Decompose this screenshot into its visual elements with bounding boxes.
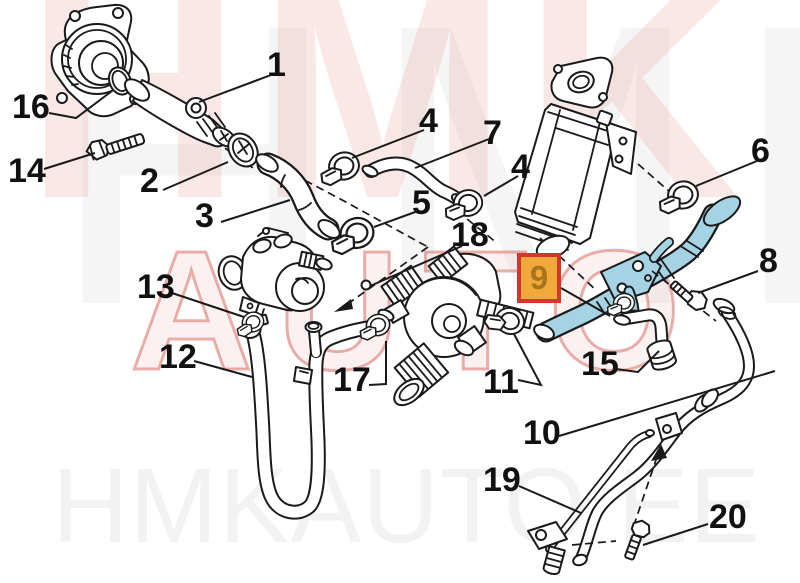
water-pump (50, 3, 150, 118)
direction-arrow-icon (651, 444, 667, 461)
leader-18 (369, 245, 463, 287)
turbocharger (217, 227, 333, 327)
direction-arrow-icon (334, 299, 353, 312)
coolant-pipe-9-highlighted (533, 195, 742, 343)
egr-cooler (514, 56, 637, 260)
leader-4a (351, 129, 425, 159)
elbow-pipe-15 (604, 291, 677, 371)
leader-16 (48, 90, 113, 120)
hose-3 (255, 152, 341, 241)
leader-9 (560, 287, 611, 317)
bolt-14 (85, 133, 146, 161)
hose-clamp-4a (315, 148, 364, 188)
leader-6 (695, 160, 758, 187)
pipe-19 (527, 429, 655, 576)
leader-lines (43, 74, 776, 546)
leader-3 (220, 199, 291, 223)
leader-11 (513, 333, 543, 387)
leader-13 (171, 292, 245, 318)
thermostat-cover (227, 132, 259, 168)
leader-20 (642, 523, 709, 546)
hose-clamp-6 (654, 177, 702, 216)
leader-7 (414, 138, 490, 169)
leader-1 (198, 74, 272, 103)
hose-10 (572, 297, 755, 567)
leader-5 (373, 210, 419, 228)
bolt-20 (624, 456, 658, 561)
leader-4b (483, 175, 519, 197)
leader-10 (558, 370, 776, 437)
leader-8 (697, 270, 759, 294)
leader-2 (162, 161, 229, 191)
leader-17 (368, 341, 387, 386)
leader-14 (43, 152, 96, 170)
seal-ring (107, 66, 133, 96)
leader-15 (615, 350, 660, 374)
stud-ball-18 (360, 279, 372, 291)
thermostat-housing (360, 245, 535, 407)
hose-12 (242, 320, 375, 520)
hose-7 (361, 156, 468, 207)
leader-19 (518, 485, 582, 514)
leader-12 (193, 360, 253, 378)
bolt-8 (651, 270, 717, 322)
